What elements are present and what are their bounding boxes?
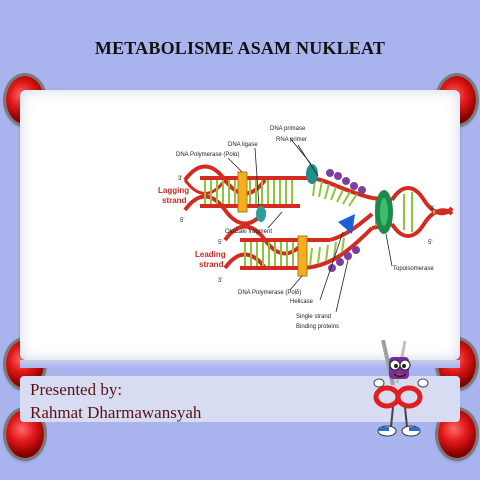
author-name: Rahmat Dharmawansyah	[30, 403, 202, 422]
content-panel	[20, 90, 460, 360]
footer-band	[20, 376, 460, 422]
scissors-cartoon-illustration	[373, 339, 429, 437]
slide-title: METABOLISME ASAM NUKLEAT	[94, 38, 386, 58]
presented-by-label: Presented by:	[30, 380, 123, 399]
panel-shadow	[20, 360, 460, 368]
